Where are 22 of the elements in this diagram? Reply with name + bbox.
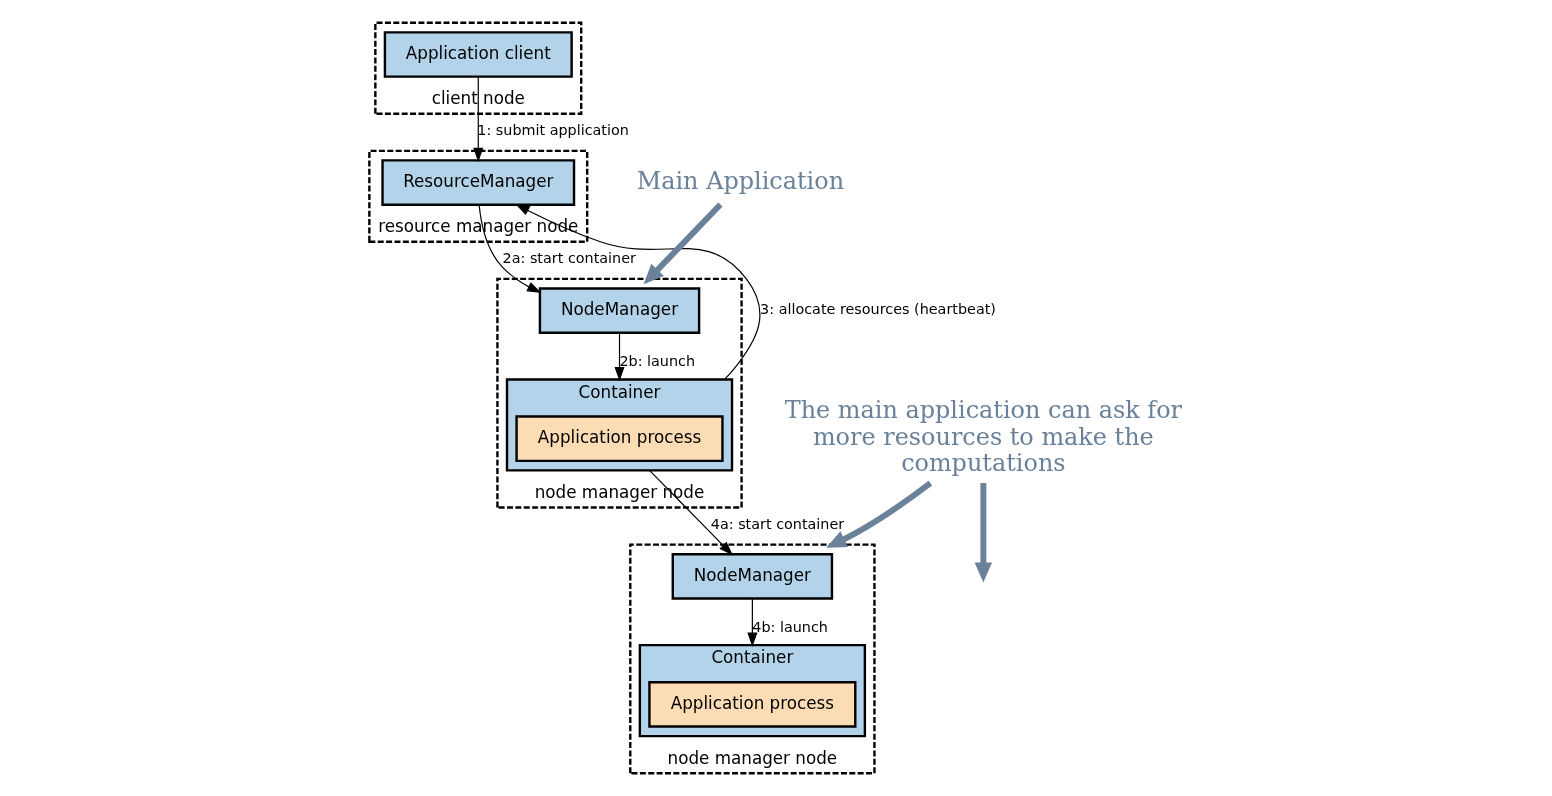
arrow (643, 202, 723, 285)
node-box: ResourceManager (381, 159, 576, 206)
node-box: Application client (383, 31, 573, 78)
edge-label: 2b: launch (619, 352, 696, 369)
node-box: Application process (515, 415, 724, 463)
arrow (473, 76, 484, 163)
edge-label: 4b: launch (752, 618, 828, 635)
arrow (826, 480, 933, 548)
node-box: NodeManager (538, 287, 701, 334)
node-box: NodeManager (671, 553, 834, 600)
node-box: Application process (648, 681, 857, 728)
node-text: The main application can ask for more resources to make the computations (784, 396, 1182, 478)
edge-label: 3: allocate resources (heartbeat) (760, 301, 996, 318)
edge-label: 4a: start container (710, 515, 845, 532)
arrow (614, 332, 625, 382)
arrow (515, 204, 761, 381)
edge-label: 2a: start container (502, 249, 636, 266)
arrow (974, 483, 993, 583)
arrow (747, 598, 758, 647)
edge-label: 1: submit application (477, 121, 629, 138)
arrow (648, 469, 734, 556)
node-text: Main Application (636, 166, 845, 195)
